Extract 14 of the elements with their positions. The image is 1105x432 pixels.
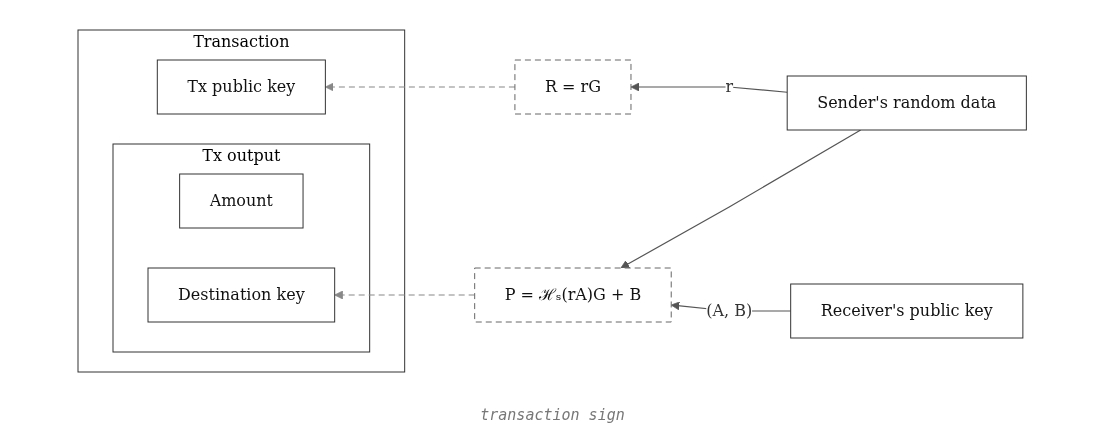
node-box: Sender's random data bbox=[787, 75, 1028, 131]
arrow bbox=[620, 129, 862, 269]
edge-label: r bbox=[725, 77, 734, 96]
node-box: P = ℋₛ(rA)G + B bbox=[474, 267, 673, 323]
node-box: Receiver's public key bbox=[790, 283, 1024, 339]
node-box: Tx public key bbox=[157, 59, 327, 115]
edge-label: (A, B) bbox=[706, 301, 753, 320]
arrow bbox=[630, 82, 789, 93]
arrow bbox=[325, 82, 516, 92]
node-box: Amount bbox=[179, 173, 304, 229]
caption: transaction sign bbox=[480, 406, 625, 424]
node-box: Destination key bbox=[147, 267, 336, 323]
node-box: R = rG bbox=[514, 59, 632, 115]
arrow bbox=[334, 290, 476, 300]
